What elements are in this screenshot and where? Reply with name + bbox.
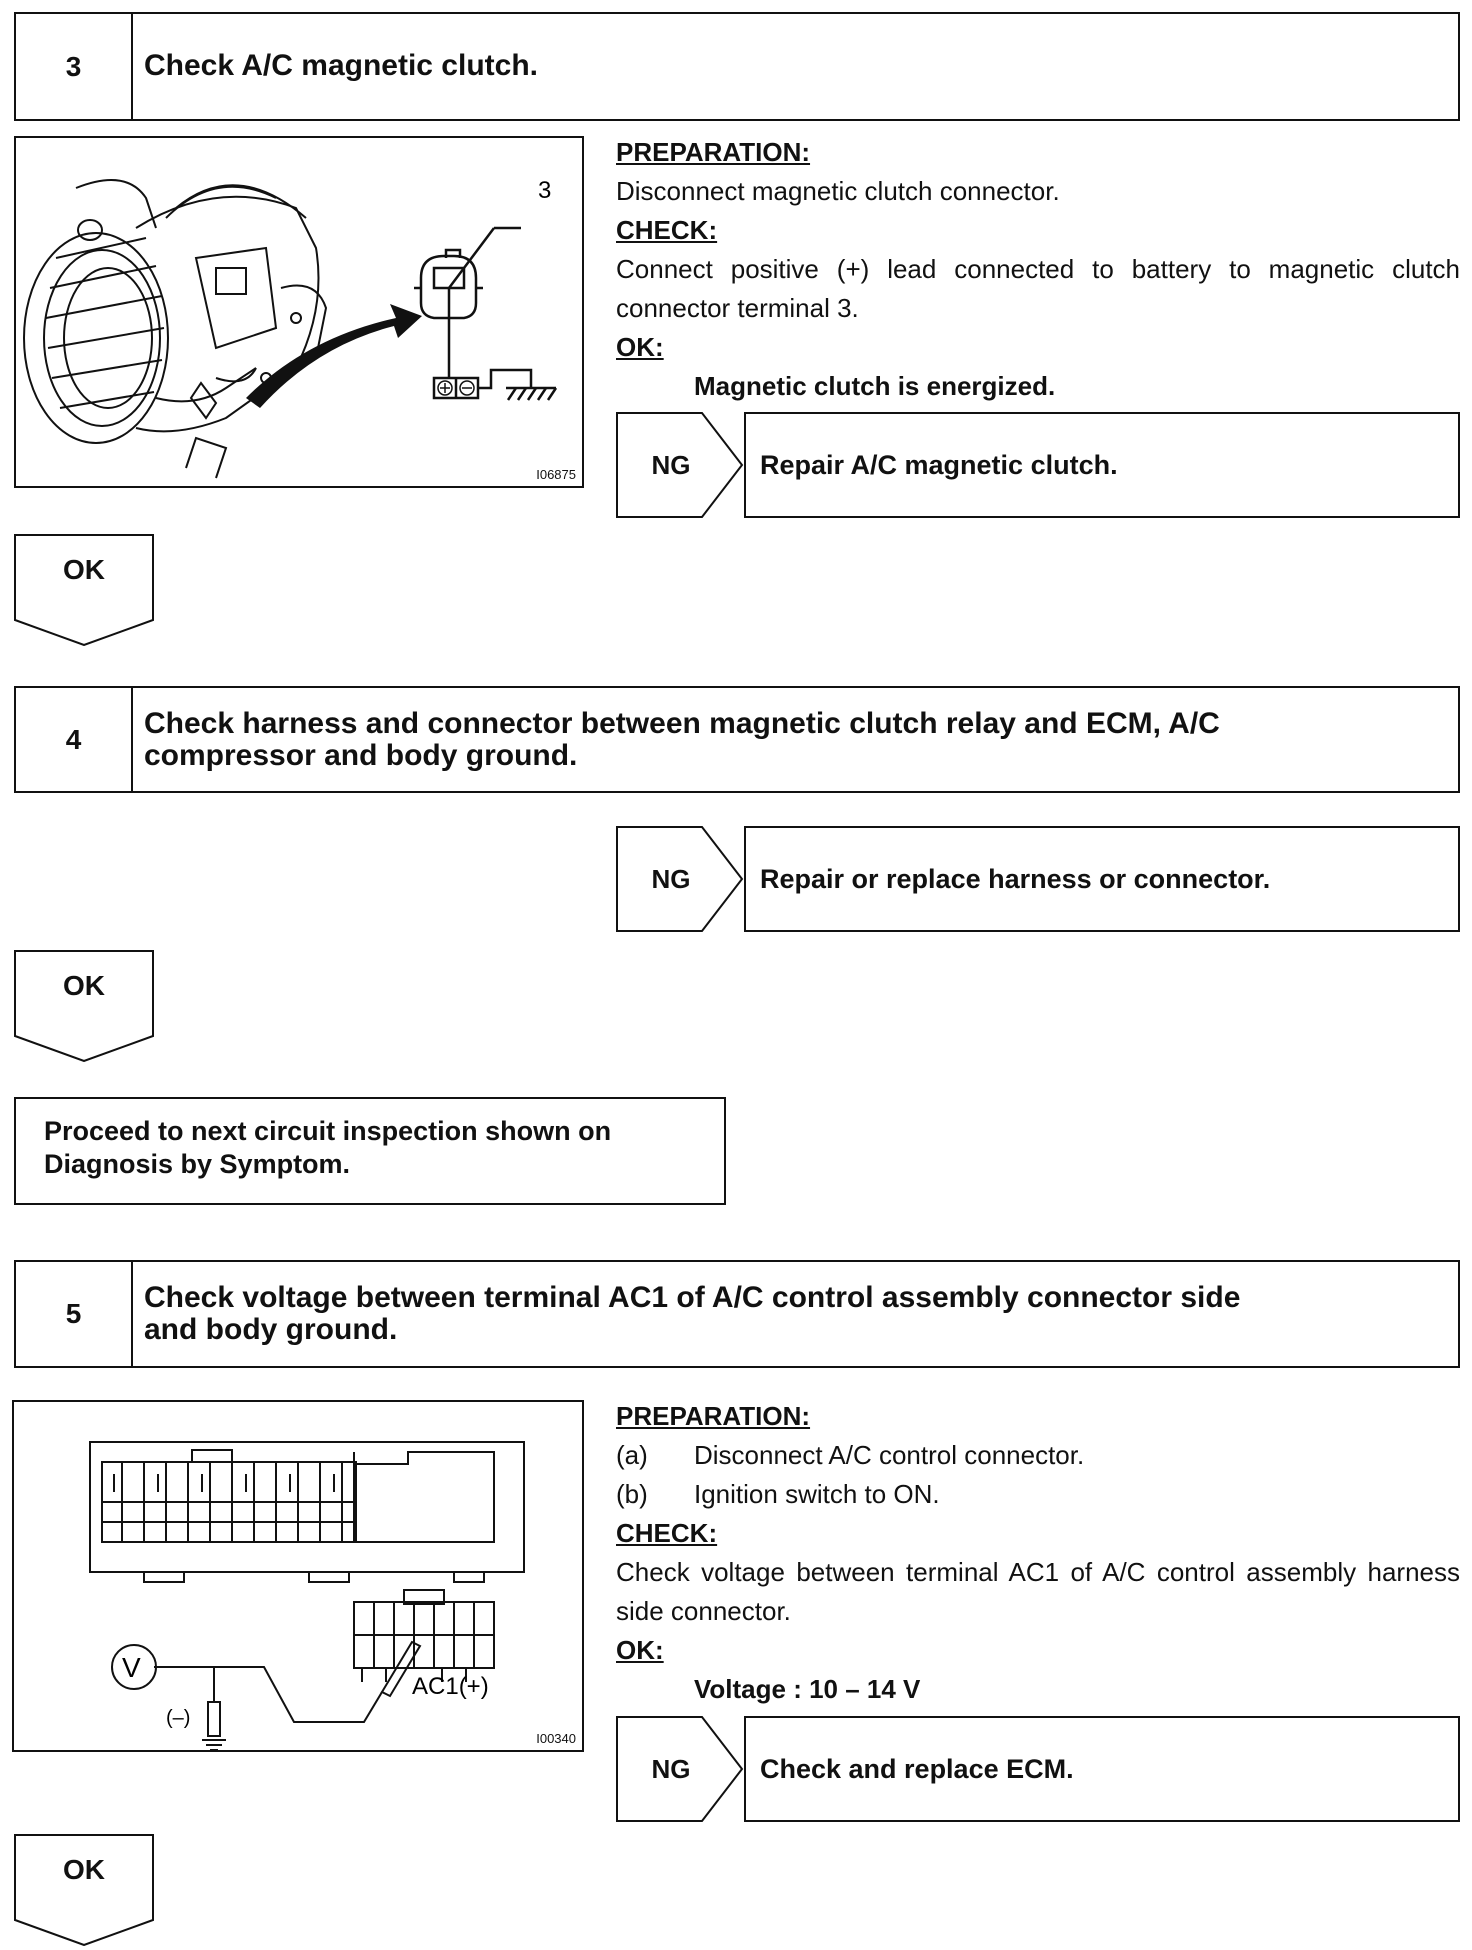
step-title: Check voltage between terminal AC1 of A/… xyxy=(144,1282,1444,1346)
item-text: Disconnect A/C control connector. xyxy=(694,1440,1085,1470)
callout-number: 3 xyxy=(538,177,551,204)
ac-control-connector-figure: V (–) AC1(+) I00340 xyxy=(12,1400,584,1752)
step-4-header: 4 Check harness and connector between ma… xyxy=(14,686,1460,793)
check-label: CHECK: xyxy=(616,215,718,245)
magnetic-clutch-figure: 3 I06875 xyxy=(14,136,584,488)
ok-arrow-label: OK xyxy=(63,970,105,1001)
ng-label: NG xyxy=(651,863,691,894)
proceed-line: Proceed to next circuit inspection shown… xyxy=(44,1116,612,1146)
ng-arrow: NG xyxy=(616,826,744,932)
ok-arrow: OK xyxy=(14,534,154,646)
figure-code: I06875 xyxy=(536,467,576,482)
step-title-line: compressor and body ground. xyxy=(144,739,578,772)
connector-illustration: V (–) AC1(+) xyxy=(89,1441,525,1750)
terminal-label: AC1(+) xyxy=(412,1673,489,1700)
ok-result: Magnetic clutch is energized. xyxy=(694,371,1056,401)
preparation-text: Disconnect magnetic clutch connector. xyxy=(616,176,1060,206)
ok-arrow: OK xyxy=(14,950,154,1062)
ok-arrow-label: OK xyxy=(63,554,105,585)
step-title-line: Check voltage between terminal AC1 of A/… xyxy=(144,1281,1241,1314)
check-label: CHECK: xyxy=(616,1518,718,1548)
step-title: Check harness and connector between magn… xyxy=(144,708,1444,772)
step-3-instructions: PREPARATION: Disconnect magnetic clutch … xyxy=(616,133,1460,406)
ng-arrow: NG xyxy=(616,412,744,518)
step-number: 4 xyxy=(16,688,133,791)
step-5-header: 5 Check voltage between terminal AC1 of … xyxy=(14,1260,1460,1368)
item-text: Ignition switch to ON. xyxy=(694,1479,940,1509)
compressor-illustration: 3 xyxy=(23,177,558,479)
step-5-instructions: PREPARATION: (a) Disconnect A/C control … xyxy=(616,1397,1460,1709)
voltmeter-label: V xyxy=(122,1652,141,1683)
proceed-box: Proceed to next circuit inspection shown… xyxy=(14,1097,726,1205)
item-marker: (a) xyxy=(616,1440,648,1470)
negative-lead-label: (–) xyxy=(166,1707,190,1729)
preparation-label: PREPARATION: xyxy=(616,1401,811,1431)
ok-label: OK: xyxy=(616,332,664,362)
ng-label: NG xyxy=(651,449,691,480)
ng-action-box: Repair or replace harness or connector. xyxy=(744,826,1460,932)
ok-arrow-label: OK xyxy=(63,1854,105,1885)
preparation-label: PREPARATION: xyxy=(616,137,811,167)
item-marker: (b) xyxy=(616,1479,648,1509)
step-title-line: and body ground. xyxy=(144,1313,398,1346)
check-text: Connect positive (+) lead connected to b… xyxy=(616,254,1460,323)
ng-label: NG xyxy=(651,1753,691,1784)
step-title: Check A/C magnetic clutch. xyxy=(144,49,538,82)
ng-arrow: NG xyxy=(616,1716,744,1822)
proceed-line: Diagnosis by Symptom. xyxy=(44,1149,351,1179)
ok-arrow: OK xyxy=(14,1834,154,1946)
step-title-line: Check harness and connector between magn… xyxy=(144,707,1220,740)
check-text: Check voltage between terminal AC1 of A/… xyxy=(616,1557,1460,1626)
ng-action-box: Repair A/C magnetic clutch. xyxy=(744,412,1460,518)
step-number: 5 xyxy=(16,1262,133,1366)
figure-code: I00340 xyxy=(536,1731,576,1746)
ok-label: OK: xyxy=(616,1635,664,1665)
ok-result: Voltage : 10 – 14 V xyxy=(694,1674,921,1704)
step-3-header: 3 Check A/C magnetic clutch. xyxy=(14,12,1460,121)
preparation-item: (a) Disconnect A/C control connector. xyxy=(616,1436,1460,1475)
ng-action-box: Check and replace ECM. xyxy=(744,1716,1460,1822)
preparation-item: (b) Ignition switch to ON. xyxy=(616,1475,1460,1514)
step-number: 3 xyxy=(16,14,133,119)
